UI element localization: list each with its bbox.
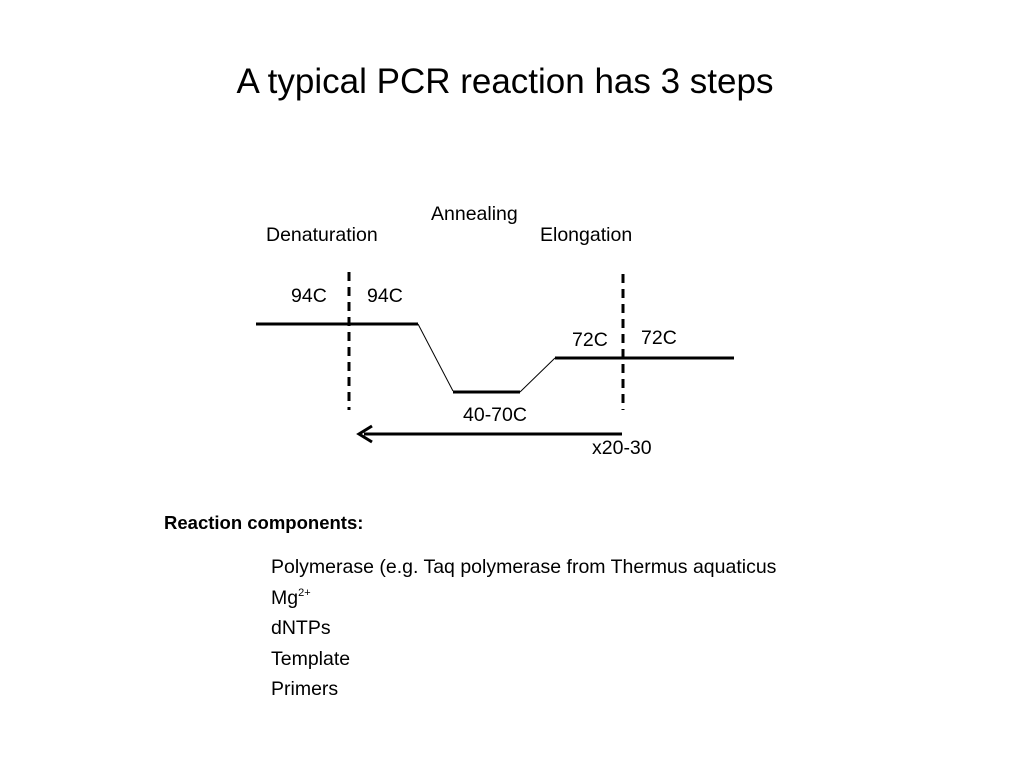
- component-text: Primers: [271, 678, 339, 700]
- denaturation-temp-left-label: 94C: [291, 285, 327, 307]
- cycle-count-label: x20-30: [592, 437, 652, 459]
- denaturation-temp-right-label: 94C: [367, 285, 403, 307]
- cycle-repeat-arrowhead: [356, 424, 373, 444]
- elongation-label: Elongation: [540, 224, 633, 246]
- component-text: Mg: [271, 586, 299, 609]
- slide-title: A typical PCR reaction has 3 steps: [236, 62, 774, 101]
- component-item-magnesium: Mg2+: [271, 583, 776, 614]
- component-text: Template: [271, 647, 351, 670]
- component-item-template: Template: [271, 644, 776, 675]
- reaction-components-heading: Reaction components:: [164, 512, 364, 533]
- elongation-temp-left-label: 72C: [572, 329, 608, 351]
- component-text: dNTPs: [271, 617, 331, 639]
- component-text: Polymerase (e.g. Taq polymerase from The…: [271, 556, 777, 578]
- elongation-temp-right-label: 72C: [641, 327, 677, 349]
- denaturation-label: Denaturation: [266, 224, 378, 246]
- ramp-up-line: [519, 357, 556, 393]
- component-item-polymerase: Polymerase (e.g. Taq polymerase from The…: [271, 552, 776, 583]
- component-item-primers: Primers: [271, 674, 776, 705]
- component-superscript: 2+: [298, 586, 311, 599]
- reaction-components-list: Polymerase (e.g. Taq polymerase from The…: [271, 552, 776, 705]
- ramp-down-line: [417, 323, 454, 392]
- component-item-dntps: dNTPs: [271, 613, 776, 644]
- annealing-label: Annealing: [431, 203, 518, 225]
- annealing-temp-label: 40-70C: [463, 404, 527, 426]
